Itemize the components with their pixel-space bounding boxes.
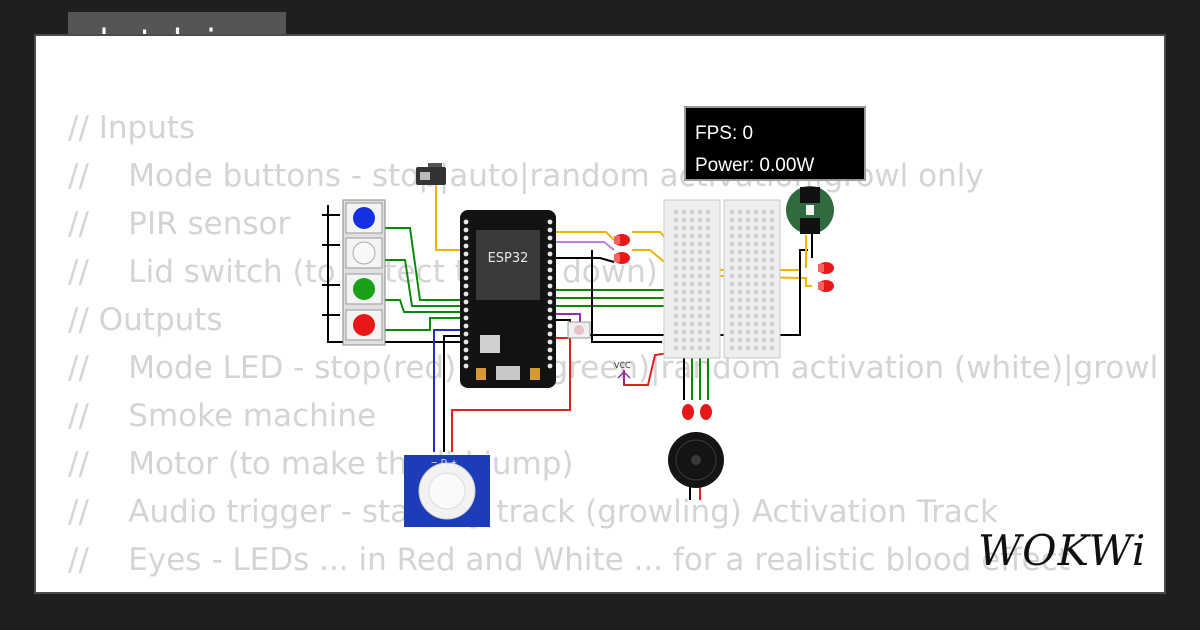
code-line: // Outputs: [68, 302, 223, 338]
logo-text: WOKWi: [978, 526, 1146, 575]
code-line: // Eyes - LEDs ... in Red and White ... …: [68, 542, 1070, 578]
esp32-pin: [547, 347, 553, 353]
esp32-pin: [463, 355, 469, 361]
code-background: // Inputs// Mode buttons - stop|auto|ran…: [68, 104, 1158, 584]
esp32-pin: [547, 267, 553, 273]
fps-readout: FPS: 0: [695, 123, 754, 144]
code-line: // Inputs: [68, 110, 196, 146]
esp32-pin: [547, 219, 553, 225]
esp32-pin: [547, 363, 553, 369]
esp32-pin: [547, 243, 553, 249]
code-line: // Motor (to make the lid jump): [68, 446, 574, 482]
esp32-pin: [547, 251, 553, 257]
esp32-pin: [547, 307, 553, 313]
pir-pin-label: D: [441, 458, 447, 467]
button-green[interactable]: [345, 273, 383, 305]
mode-buttons: [342, 199, 386, 346]
code-line: // Smoke machine: [68, 398, 377, 434]
esp32-pin: [547, 339, 553, 345]
led-group-bottom: [682, 404, 712, 420]
led-red[interactable]: [614, 252, 630, 264]
esp32-pin: [463, 307, 469, 313]
simulation-card: // Inputs// Mode buttons - stop|auto|ran…: [34, 34, 1166, 594]
led-group-right: [818, 262, 834, 292]
pir-pin-label: −: [431, 458, 438, 467]
esp32-pin: [463, 315, 469, 321]
esp32-pin: [547, 315, 553, 321]
esp32-pin: [463, 291, 469, 297]
esp32-pin: [547, 259, 553, 265]
esp32-pin: [463, 275, 469, 281]
esp32-pin: [463, 283, 469, 289]
led-group-top: [614, 234, 630, 264]
esp32-pin: [463, 323, 469, 329]
button-red[interactable]: [345, 309, 383, 341]
esp32-pin: [547, 275, 553, 281]
esp32-pin: [547, 283, 553, 289]
esp32-pin: [463, 243, 469, 249]
esp32-pin: [463, 219, 469, 225]
esp32-label: ESP32: [488, 251, 529, 266]
led-red[interactable]: [614, 234, 630, 246]
vcc-terminal: VCC: [614, 361, 631, 385]
led-red[interactable]: [700, 404, 712, 420]
esp32-pin: [463, 227, 469, 233]
pir-sensor[interactable]: − D +: [404, 455, 490, 527]
simulation-stats: FPS: 0 Power: 0.00W: [684, 106, 866, 181]
rgb-led[interactable]: [567, 321, 591, 339]
esp32-board[interactable]: ESP32: [460, 210, 556, 388]
esp32-pin: [463, 347, 469, 353]
esp32-pin: [463, 299, 469, 305]
pir-pin-label: +: [451, 458, 458, 467]
esp32-pin: [463, 331, 469, 337]
esp32-pin: [463, 251, 469, 257]
esp32-pin: [463, 363, 469, 369]
esp32-pin: [547, 299, 553, 305]
esp32-pin: [547, 323, 553, 329]
esp32-pin: [547, 331, 553, 337]
vcc-label: VCC: [614, 361, 631, 370]
lid-slide-switch[interactable]: [416, 163, 446, 185]
wokwi-logo: WOKWi: [978, 526, 1146, 575]
esp32-pin: [547, 355, 553, 361]
esp32-pin: [463, 267, 469, 273]
led-red[interactable]: [818, 280, 834, 292]
button-white[interactable]: [345, 237, 383, 269]
motor[interactable]: [786, 186, 834, 234]
buzzer[interactable]: [668, 432, 724, 488]
esp32-pin: [547, 235, 553, 241]
breadboard-left: [663, 199, 721, 359]
button-blue[interactable]: [345, 202, 383, 234]
esp32-pin: [463, 235, 469, 241]
breadboard-right: [723, 199, 781, 359]
power-readout: Power: 0.00W: [695, 155, 815, 176]
led-red[interactable]: [818, 262, 834, 274]
led-red[interactable]: [682, 404, 694, 420]
esp32-pin: [463, 259, 469, 265]
code-line: // Audio trigger - standby track (growli…: [68, 494, 998, 530]
esp32-pin: [547, 227, 553, 233]
wires: [322, 185, 813, 500]
esp32-pin: [547, 291, 553, 297]
esp32-pin: [463, 339, 469, 345]
code-line: // PIR sensor: [68, 206, 291, 242]
